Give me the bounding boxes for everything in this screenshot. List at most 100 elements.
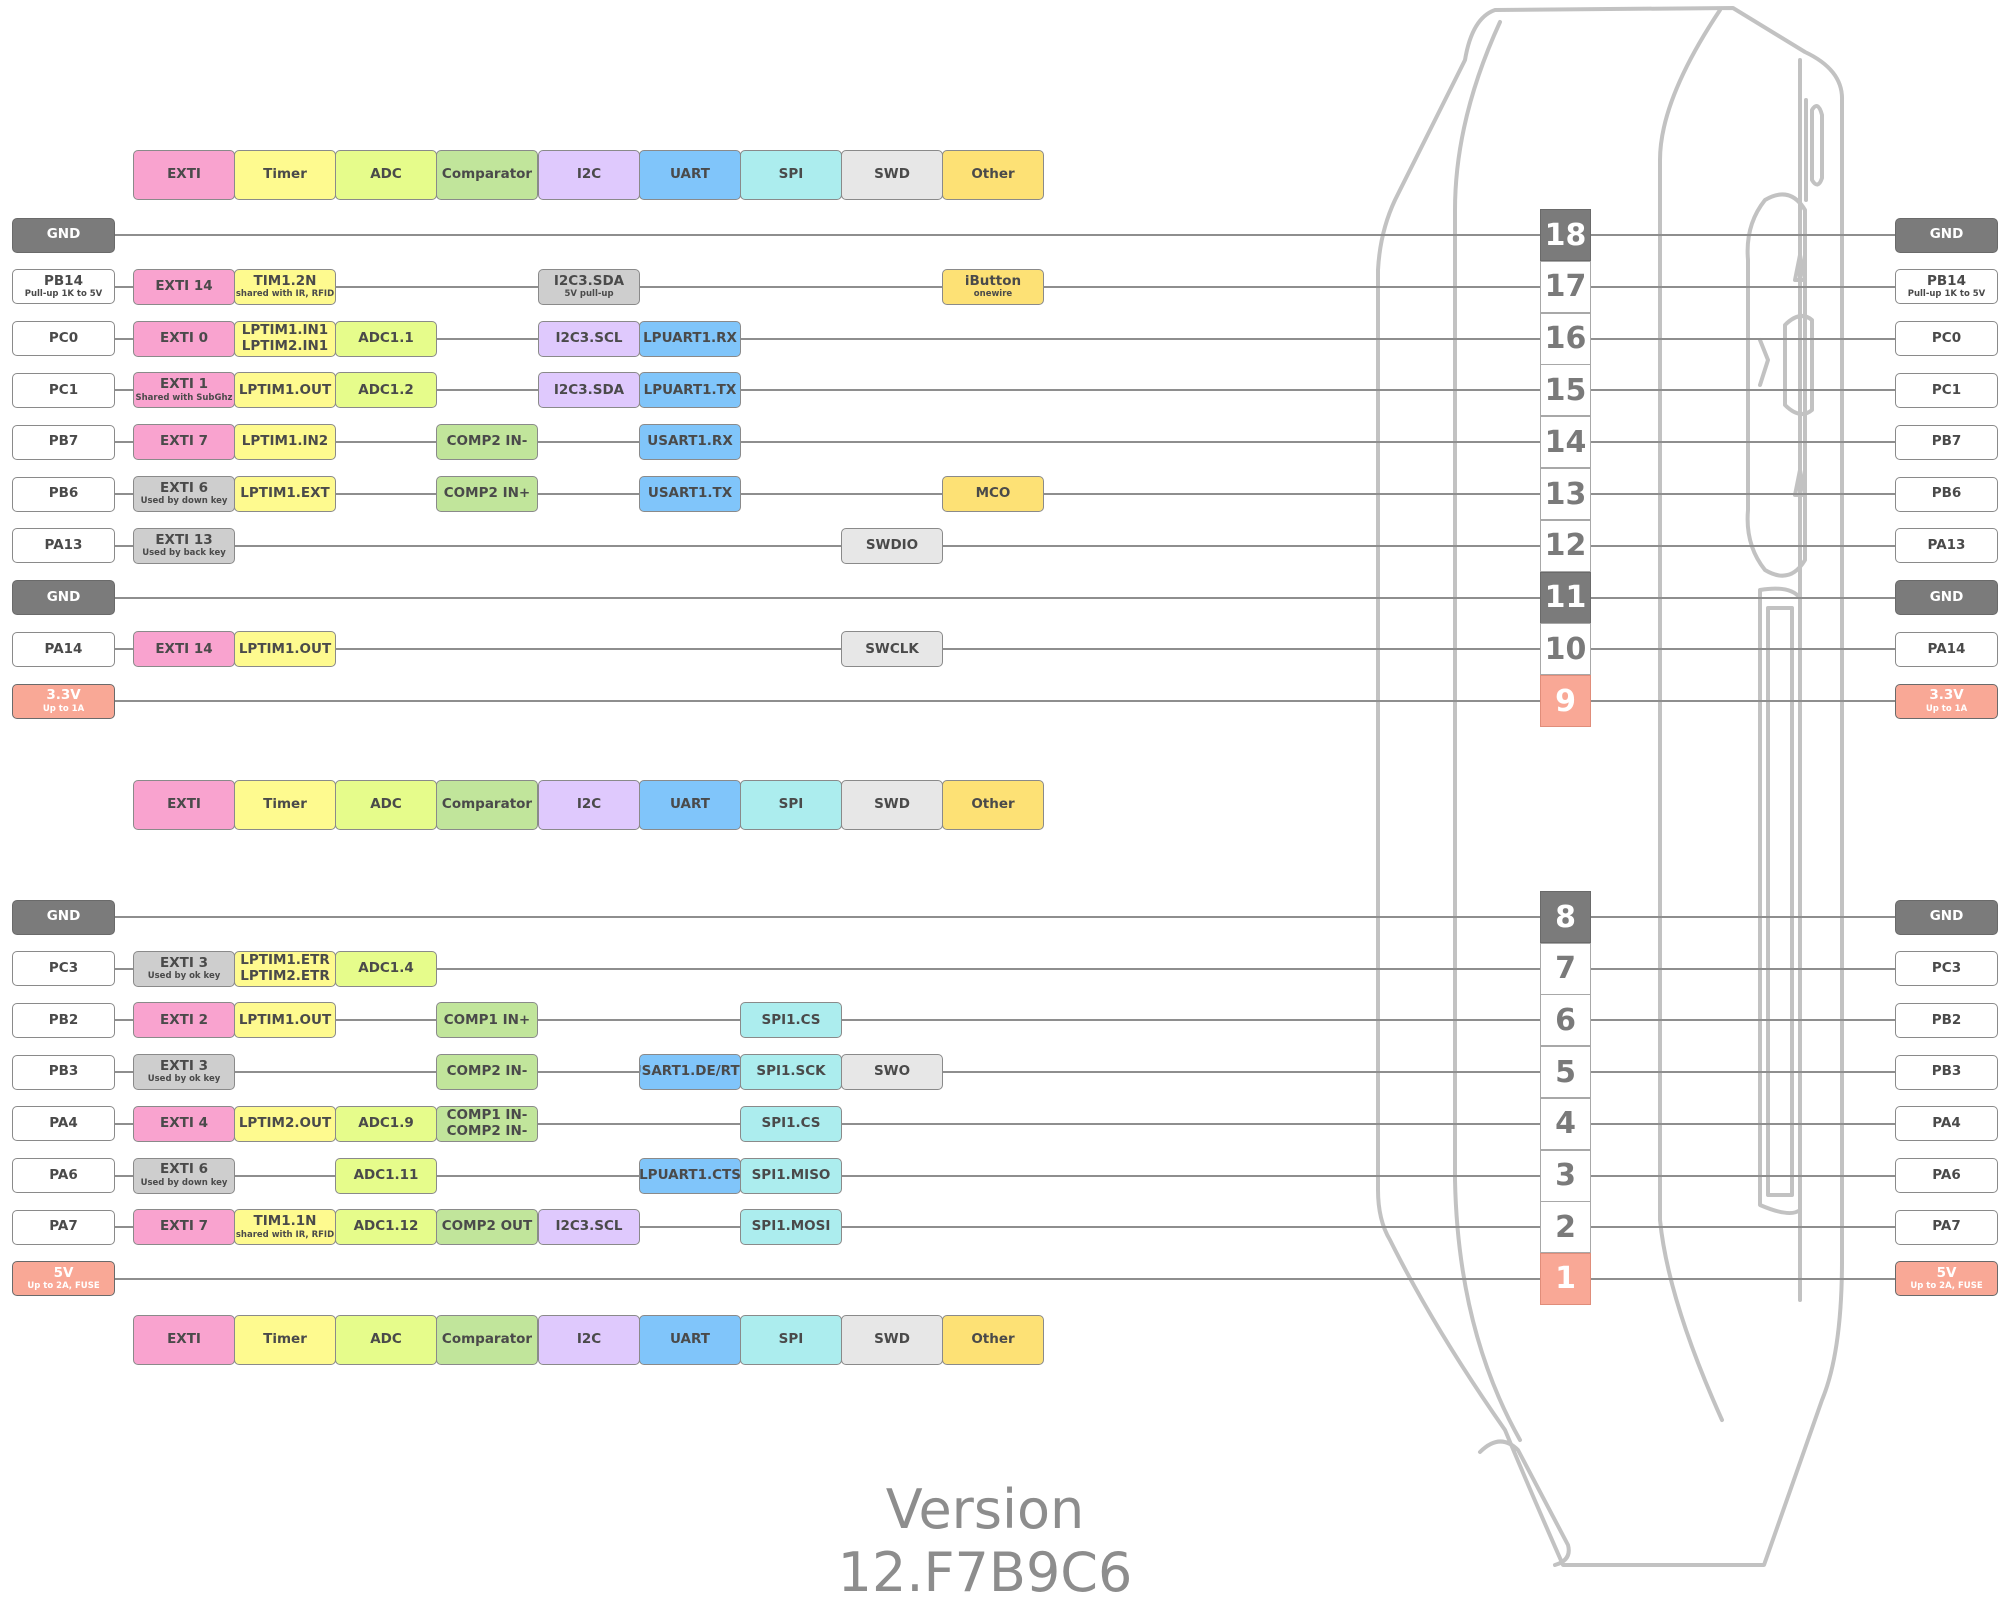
box-sublabel: Up to 1A xyxy=(1925,703,1968,714)
box-label: I2C3.SDA xyxy=(553,272,625,289)
box-label: SWD xyxy=(874,796,910,813)
function-adc: ADC1.1 xyxy=(335,320,437,357)
box-label: PB14 xyxy=(1927,272,1966,289)
box-label: LPUART1.CTS xyxy=(639,1166,741,1183)
box-label: COMP2 IN- xyxy=(446,433,528,450)
pin-label-left: PC3 xyxy=(12,951,115,987)
box-label: SWD xyxy=(874,166,910,183)
pin-line xyxy=(115,544,1895,547)
pin-line xyxy=(115,234,1895,236)
box-sublabel: Up to 2A, FUSE xyxy=(1910,1281,1983,1292)
box-label: PC1 xyxy=(1931,381,1962,398)
box-label: UART xyxy=(670,796,710,813)
function-adc: ADC1.4 xyxy=(335,950,437,987)
function-exti: EXTI 0 xyxy=(133,320,235,357)
box-label: EXTI xyxy=(167,166,201,183)
pin-line xyxy=(115,596,1895,599)
function-adc: ADC1.9 xyxy=(335,1105,437,1142)
box-label: PC1 xyxy=(48,381,79,398)
box-label-line2: LPTIM2.IN1 xyxy=(241,337,329,354)
function-comparator: COMP2 IN+ xyxy=(436,476,538,512)
box-sublabel: Used by down key xyxy=(140,496,228,507)
legend-spi: SPI xyxy=(740,780,842,830)
pin-label-right: GND xyxy=(1895,899,1998,935)
pin-number: 1 xyxy=(1540,1252,1591,1305)
function-i2c: I2C3.SDA xyxy=(538,372,640,409)
box-label: COMP2 IN- xyxy=(446,1063,528,1080)
pin-number: 17 xyxy=(1540,260,1591,313)
box-label: SWD xyxy=(874,1331,910,1348)
box-label: LPUART1.RX xyxy=(643,329,737,346)
box-label: GND xyxy=(46,588,81,605)
box-label: Other xyxy=(971,796,1015,813)
box-label: PA4 xyxy=(1932,1115,1961,1132)
box-label: EXTI 7 xyxy=(160,433,208,450)
box-sublabel: onewire xyxy=(973,289,1013,300)
box-label: EXTI 6 xyxy=(160,479,208,496)
box-label: ADC xyxy=(370,166,402,183)
function-adc: ADC1.12 xyxy=(335,1209,437,1246)
box-label: SWO xyxy=(873,1063,911,1080)
box-label: Timer xyxy=(263,1331,307,1348)
box-sublabel: shared with IR, RFID xyxy=(235,1229,335,1240)
box-label: PB3 xyxy=(1931,1063,1962,1080)
box-sublabel: Used by ok key xyxy=(147,1074,221,1085)
function-i2c: I2C3.SCL xyxy=(538,320,640,357)
box-label: I2C xyxy=(576,166,602,183)
box-label: ADC1.12 xyxy=(353,1218,419,1235)
legend-exti: EXTI xyxy=(133,1315,235,1365)
box-label: PA6 xyxy=(1932,1166,1961,1183)
box-label: PA7 xyxy=(1932,1218,1961,1235)
box-label: COMP1 IN+ xyxy=(443,1011,531,1028)
box-label: USART1.TX xyxy=(647,485,733,502)
pin-number: 8 xyxy=(1540,891,1591,943)
box-label: Comparator xyxy=(441,166,533,183)
box-label: ADC1.2 xyxy=(358,381,414,398)
box-label: SPI1.CS xyxy=(761,1115,821,1132)
function-uart: LPUART1.CTS xyxy=(639,1157,741,1194)
pin-line xyxy=(115,441,1895,444)
function-timer: LPTIM2.OUT xyxy=(234,1105,336,1142)
box-label: SPI xyxy=(778,1331,804,1348)
box-label: GND xyxy=(1929,908,1964,925)
pin-line xyxy=(115,1174,1895,1177)
box-label: PC3 xyxy=(1931,959,1962,976)
box-label: LPUART1.TX xyxy=(643,381,737,398)
legend-comparator: Comparator xyxy=(436,1315,538,1365)
pin-number: 6 xyxy=(1540,994,1591,1047)
function-timer: LPTIM1.EXT xyxy=(234,476,336,512)
box-label: GND xyxy=(46,908,81,925)
legend-timer: Timer xyxy=(234,150,336,200)
function-swd: SWO xyxy=(841,1054,943,1091)
pin-number: 13 xyxy=(1540,468,1591,520)
box-label: PC0 xyxy=(1931,329,1962,346)
legend-timer: Timer xyxy=(234,780,336,830)
pin-label-right: GND xyxy=(1895,217,1998,253)
pin-label-right: PB2 xyxy=(1895,1002,1998,1038)
function-comparator: COMP1 IN+ xyxy=(436,1002,538,1039)
box-sublabel: 5V pull-up xyxy=(564,289,614,300)
legend-swd: SWD xyxy=(841,780,943,830)
box-label: I2C xyxy=(576,796,602,813)
box-label: EXTI 7 xyxy=(160,1218,208,1235)
pin-number: 10 xyxy=(1540,623,1591,676)
pin-label-left: PC0 xyxy=(12,321,115,357)
legend-spi: SPI xyxy=(740,150,842,200)
box-label: 3.3V xyxy=(46,687,81,704)
version-label: Version 12.F7B9C6 xyxy=(837,1478,1133,1604)
legend-uart: UART xyxy=(639,780,741,830)
box-label: EXTI 2 xyxy=(160,1011,208,1028)
box-label: Comparator xyxy=(441,1331,533,1348)
function-uart: LPUART1.RX xyxy=(639,320,741,357)
box-label: COMP2 OUT xyxy=(441,1218,533,1235)
box-label-line2: COMP2 IN- xyxy=(446,1122,528,1139)
box-sublabel: Used by ok key xyxy=(147,971,221,982)
box-label: I2C xyxy=(576,1331,602,1348)
